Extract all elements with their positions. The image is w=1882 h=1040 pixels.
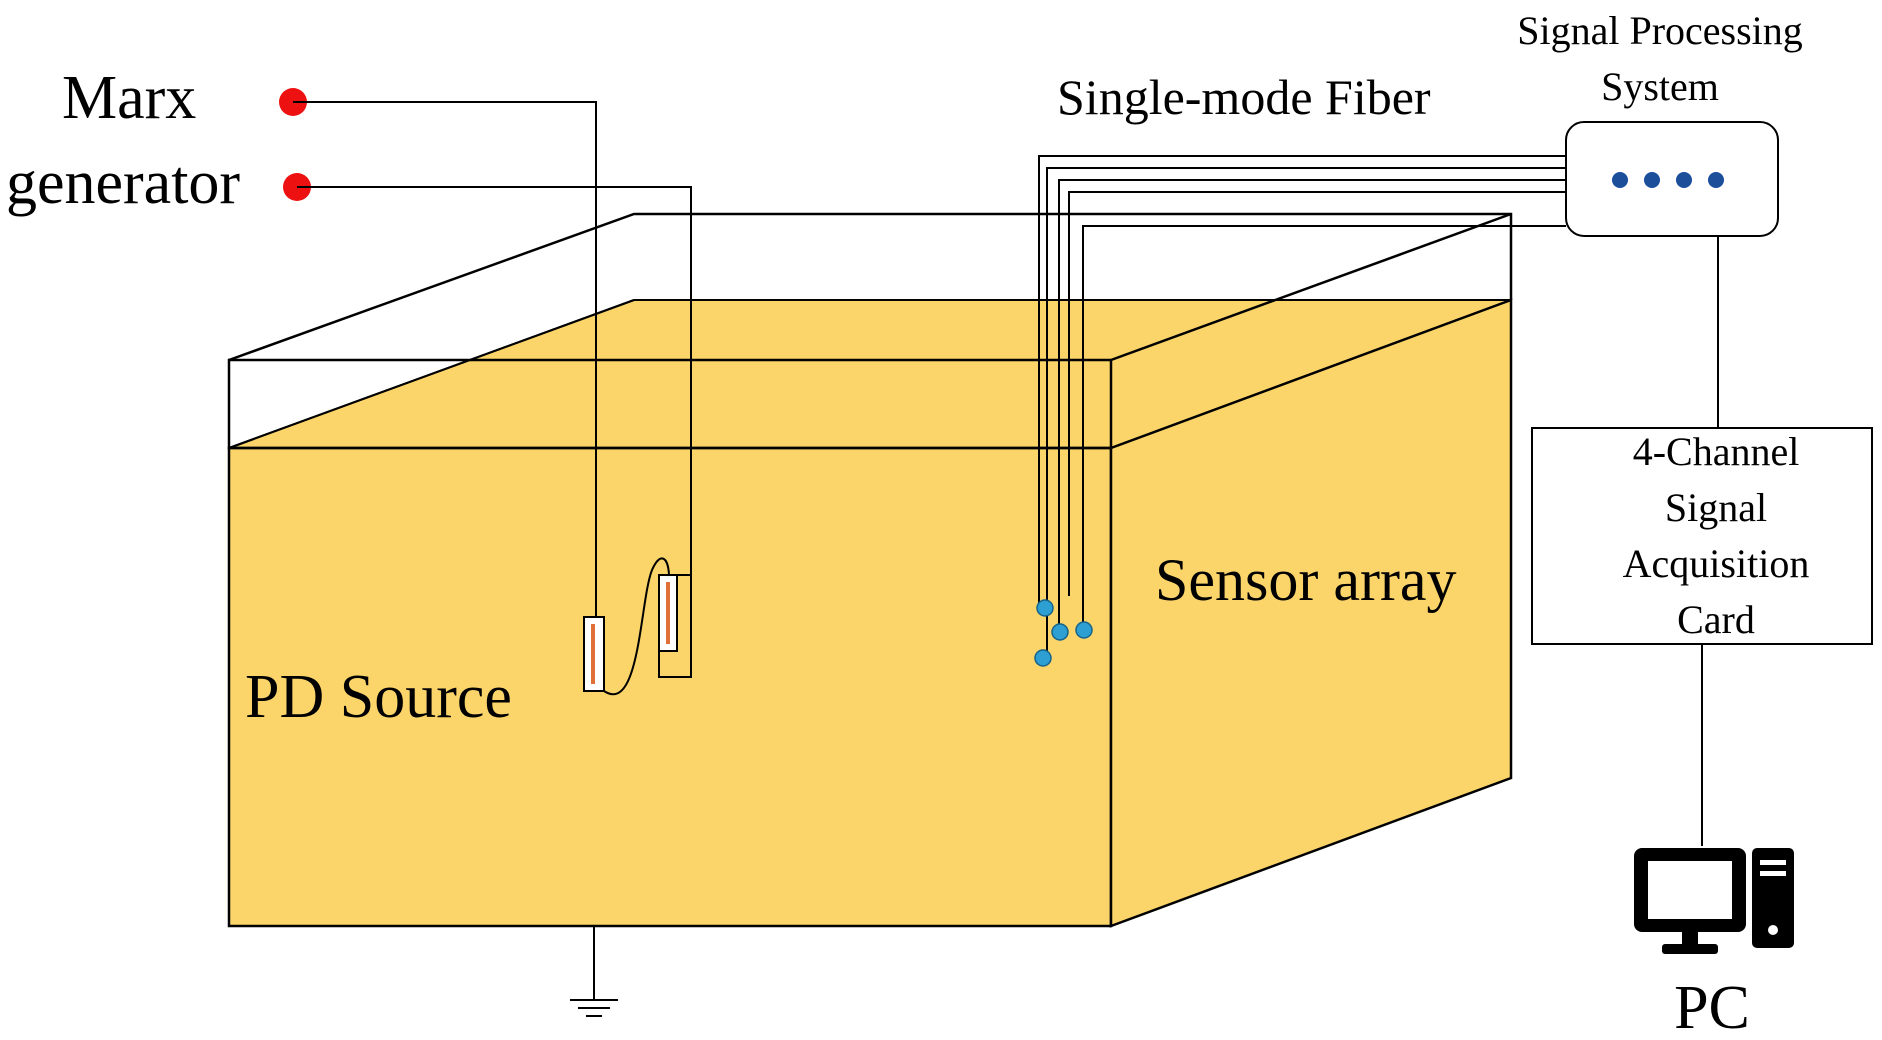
- tank-rim-front: [227, 358, 1113, 450]
- card-label-line1: 4-Channel: [1633, 429, 1800, 474]
- sensor-dot-icon: [1051, 623, 1069, 641]
- tank-front-face: [227, 446, 1113, 928]
- pc-icon: [1634, 848, 1794, 954]
- tank-rim-back: [228, 212, 1513, 362]
- tank: [227, 212, 1513, 928]
- sensor-array-label: Sensor array: [1155, 547, 1457, 613]
- discharge-wire: [603, 557, 670, 696]
- tank-rim-right: [1110, 212, 1512, 362]
- card-label-line4: Card: [1677, 597, 1755, 642]
- sensor-dot-icon: [1036, 599, 1054, 617]
- sps-box: [1565, 121, 1779, 237]
- marx-generator: [279, 88, 692, 617]
- marx-label-line1: Marx: [62, 64, 196, 132]
- card-label-line2: Signal: [1665, 485, 1767, 530]
- signal-processing-system: [1565, 121, 1779, 237]
- surface-edge-left: [228, 299, 635, 449]
- pd-source-label: PD Source: [245, 663, 512, 731]
- pd-source: [583, 557, 692, 696]
- fiber-label: Single-mode Fiber: [1057, 69, 1431, 125]
- sensor-array: [1034, 599, 1093, 667]
- pc-label: PC: [1674, 974, 1750, 1040]
- hv-wire-2: [297, 186, 692, 617]
- card-label-line3: Acquisition: [1623, 541, 1810, 586]
- sensor-dot-icon: [1034, 649, 1052, 667]
- sps-label-line1: Signal Processing: [1517, 8, 1803, 53]
- sensor-dot-icon: [1075, 621, 1093, 639]
- single-mode-fibers: [1038, 155, 1566, 658]
- acquisition-card-box: [1531, 427, 1873, 645]
- ground-symbol-icon: [570, 926, 618, 1017]
- marx-label-line2: generator: [6, 149, 240, 217]
- sps-label-line2: System: [1601, 64, 1719, 109]
- hv-wire-1: [293, 101, 597, 617]
- tank-right-face: [1109, 298, 1513, 928]
